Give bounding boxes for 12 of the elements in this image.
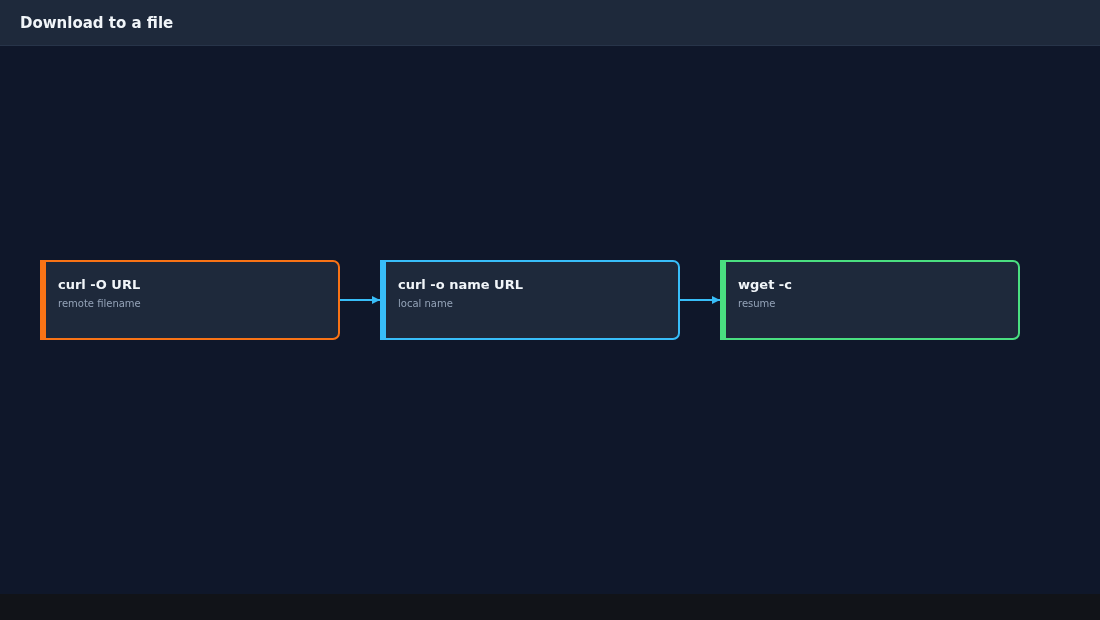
command-text: wget -c	[738, 277, 793, 292]
command-box	[380, 260, 680, 340]
arrow	[339, 296, 381, 304]
command-text: curl -o name URL	[398, 277, 524, 292]
command-text: curl -O URL	[58, 277, 142, 292]
command-box	[40, 260, 340, 340]
command-description: remote filename	[58, 298, 142, 309]
command-box	[720, 260, 1020, 340]
diagram-title: Download to a file	[20, 14, 174, 32]
command-description: local name	[398, 298, 454, 309]
arrow	[679, 296, 721, 304]
command-description: resume	[738, 298, 777, 309]
